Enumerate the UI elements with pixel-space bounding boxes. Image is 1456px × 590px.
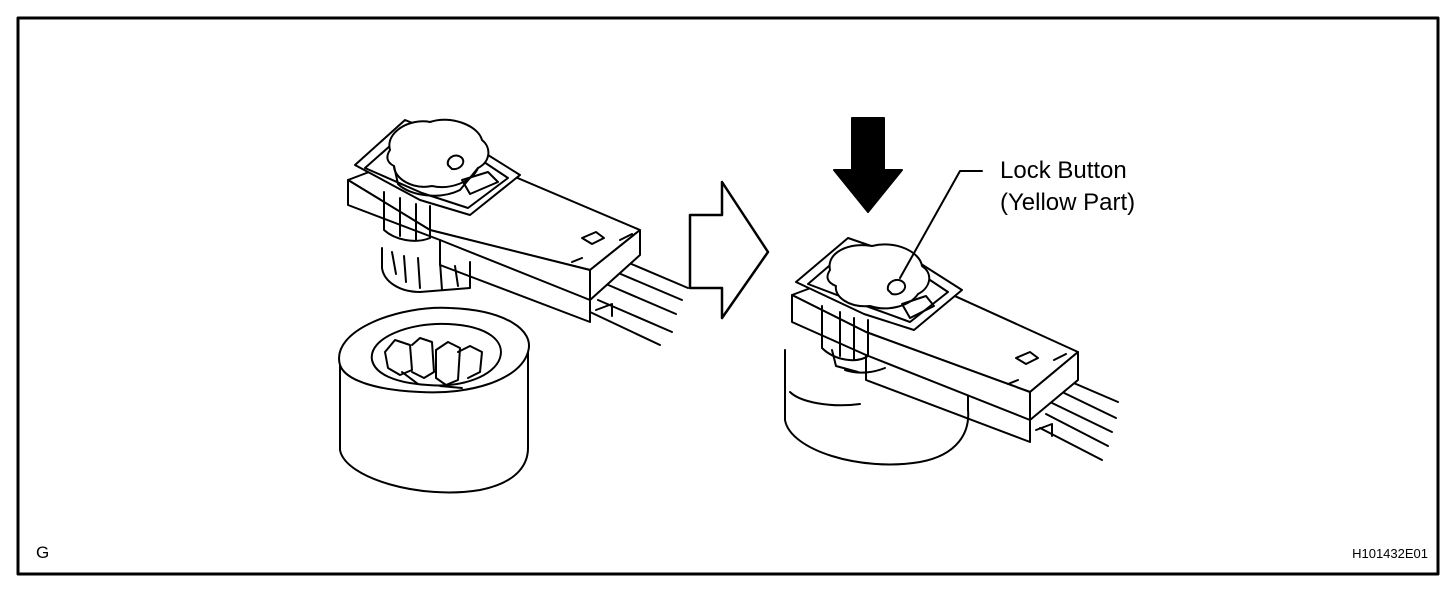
- left-connector: [347, 118, 689, 346]
- callout-line-2: (Yellow Part): [1000, 189, 1135, 216]
- callout-line-1: Lock Button: [1000, 157, 1127, 184]
- figure-frame: [16, 16, 1440, 576]
- right-connector: [791, 237, 1119, 461]
- corner-code: G: [36, 543, 49, 562]
- left-socket: [338, 306, 530, 494]
- figure-id: H101432E01: [1352, 546, 1428, 561]
- callout-leader: [899, 170, 983, 279]
- solid-down-arrow-icon: [833, 117, 903, 213]
- hollow-right-arrow-icon: [688, 180, 770, 320]
